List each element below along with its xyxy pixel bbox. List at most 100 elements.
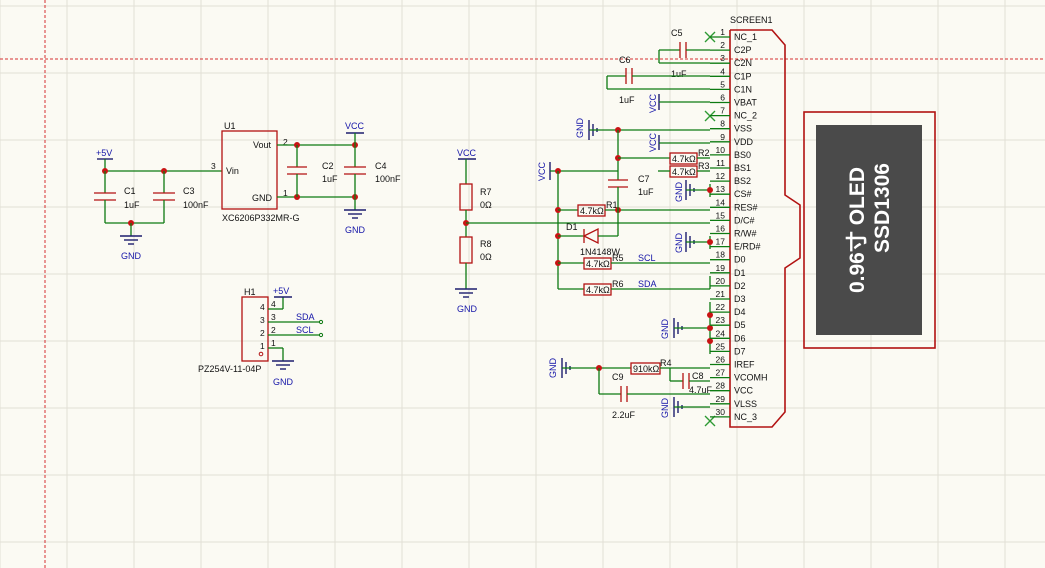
h1-ref: H1 [244,287,256,297]
screen-pin-name: VCOMH [734,373,768,383]
c6-ref: C6 [619,55,631,65]
screen-pin-number: 9 [720,132,725,142]
screen-pin-name: D4 [734,307,746,317]
screen-pin-name: NC_3 [734,412,757,422]
net-scl-oled: SCL [638,253,656,263]
screen-pin-number: 3 [720,53,725,63]
gnd-label-h1: GND [273,377,294,387]
gnd-symbol [272,360,294,370]
resistor-r8[interactable]: R8 0Ω [459,236,492,264]
gnd-label-vlss: GND [660,398,670,419]
r5-ref: R5 [612,253,624,263]
screen-pin-name: C2P [734,45,752,55]
screen-pin-number: 21 [716,289,726,299]
regulator-u1[interactable]: U1 Vin Vout GND 3 2 1 XC6206P332MR-G [211,121,300,223]
u1-ref: U1 [224,121,236,131]
screen-pin-number: 12 [716,171,726,181]
h1-pin-num-2: 2 [271,325,276,335]
diode-d1[interactable]: D1 1N4148W [566,222,621,257]
d1-ref: D1 [566,222,578,232]
gnd-label-iref: GND [548,358,558,379]
gnd-label-data: GND [660,319,670,340]
capacitor-c5[interactable]: C5 1uF [658,28,710,79]
net-label-5v-h1: +5V [273,286,289,296]
screen-pin-number: 27 [716,368,726,378]
r8-value: 0Ω [480,252,492,262]
c2-value: 1uF [322,174,338,184]
c4-value: 100nF [375,174,401,184]
screen-pin-number: 11 [716,158,725,168]
oled-display-line1: 0.96寸 OLED [845,167,869,293]
vcc-label-vbat: VCC [648,93,658,113]
net-label-5v: +5V [96,148,112,158]
screen-pin-name: C1P [734,71,752,81]
c3-value: 100nF [183,200,209,210]
screen-pin-name: D/C# [734,215,755,225]
capacitor-c1[interactable]: C1 1uF [94,171,140,223]
gnd-symbol [455,288,477,298]
r1-value: 4.7kΩ [580,206,604,216]
capacitor-c4[interactable]: C4 100nF [344,145,401,210]
r6-ref: R6 [612,279,624,289]
r5-value: 4.7kΩ [586,259,610,269]
c2-ref: C2 [322,161,334,171]
screen-pin-number: 26 [716,355,726,365]
oled-display-panel [816,125,922,335]
screen-pin-name: IREF [734,360,755,370]
resistor-r7[interactable]: R7 0Ω [459,183,492,211]
screen-pin-number: 5 [720,79,725,89]
u1-pin-vin: Vin [226,166,239,176]
resistor-r1[interactable]: 4.7kΩ R1 [577,200,618,217]
screen-pin-number: 24 [716,328,726,338]
screen-pin-name: D3 [734,294,746,304]
screen-pin-number: 7 [720,106,725,116]
capacitor-c2[interactable]: C2 1uF [287,145,338,197]
capacitor-c8[interactable]: C8 4.7uF [682,371,713,395]
screen-pin-name: C1N [734,84,752,94]
screen-pin-number: 25 [716,341,726,351]
oled-screen-module[interactable]: SCREEN1 0.96寸 OLED SSD1306 [729,15,936,428]
u1-pin-vout: Vout [253,140,272,150]
resistor-r6[interactable]: 4.7kΩ R6 [583,279,624,296]
screen-pin-name: NC_1 [734,32,757,42]
gnd-label-rw: GND [674,233,684,254]
screen-pin-name: RES# [734,202,758,212]
gnd-label-bs2: GND [674,182,684,203]
oled-display-line2: SSD1306 [871,163,894,253]
capacitor-c9[interactable]: C9 2.2uF [612,372,636,420]
header-h1[interactable]: H1 4 3 2 1 4 3 2 1 PZ254V-11-04P [198,287,320,374]
c4-ref: C4 [375,161,387,171]
r2-value: 4.7kΩ [672,154,696,164]
c3-ref: C3 [183,186,195,196]
screen-pin-number: 2 [720,40,725,50]
h1-pin-num-4: 4 [271,299,276,309]
vcc-label-vdd: VCC [648,132,658,152]
screen-pin-name: C2N [734,58,752,68]
r6-value: 4.7kΩ [586,285,610,295]
vcc-label-1: VCC [345,121,365,131]
c6-value: 1uF [619,95,635,105]
u1-pin-gnd: GND [252,193,273,203]
screen-pin-number: 15 [716,210,726,220]
power-section: +5V C1 1uF C3 100nF [94,121,401,261]
screen-pin-number: 4 [720,66,725,76]
capacitor-c3[interactable]: C3 100nF [153,171,209,223]
nc-marker [704,31,716,427]
capacitor-c6[interactable]: C6 1uF [606,55,710,105]
h1-pin-num-1: 1 [271,338,276,348]
resistor-r4[interactable]: 910kΩ R4 [630,358,672,375]
screen-pin-number: 20 [716,276,726,286]
u1-pin-num-3: 3 [211,161,216,171]
screen-pin-number: 13 [716,184,726,194]
screen-pin-number: 30 [716,407,726,417]
gnd-label-2: GND [345,225,366,235]
screen-pin-name: VLSS [734,399,757,409]
screen-pin-name: VSS [734,124,752,134]
c5-ref: C5 [671,28,683,38]
net-scl-h1: SCL [296,325,314,335]
screen-pin-name: VDD [734,137,754,147]
r8-ref: R8 [480,239,492,249]
gnd-label-vss: GND [575,118,585,139]
